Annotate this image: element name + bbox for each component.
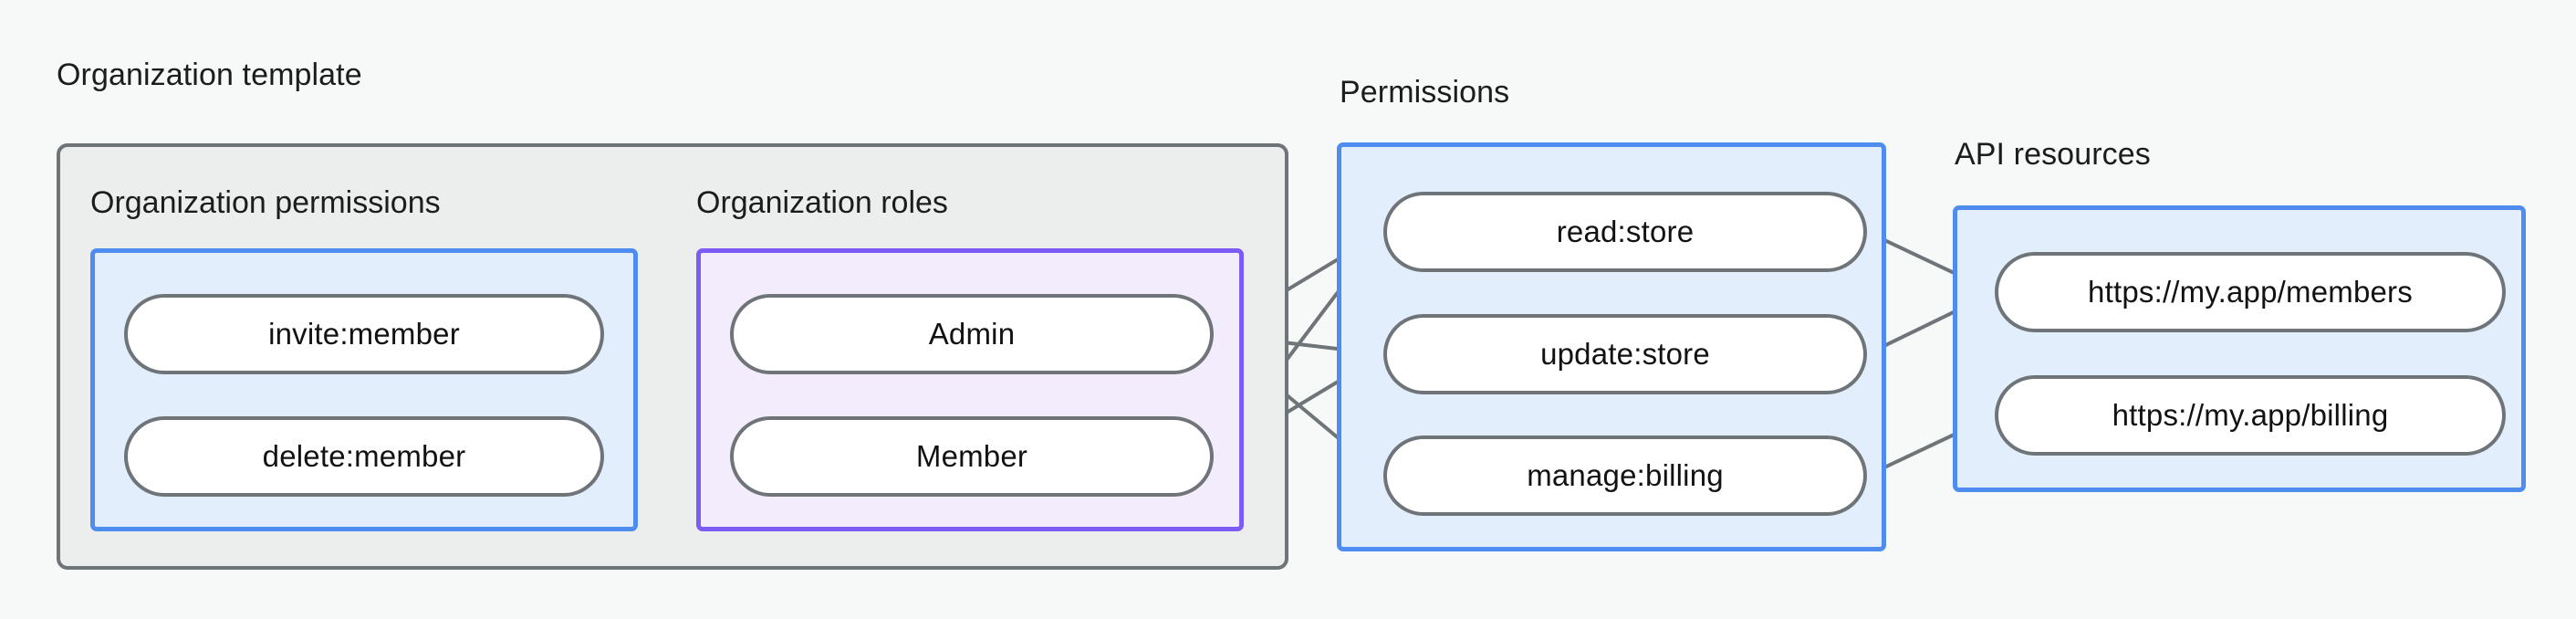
node-read-store[interactable]: read:store xyxy=(1383,192,1867,272)
node-update-store[interactable]: update:store xyxy=(1383,314,1867,394)
node-label: delete:member xyxy=(262,439,466,473)
node-admin[interactable]: Admin xyxy=(730,294,1214,374)
node-invite-member[interactable]: invite:member xyxy=(124,294,604,374)
node-label: update:store xyxy=(1540,337,1710,371)
node-delete-member[interactable]: delete:member xyxy=(124,416,604,497)
node-label: manage:billing xyxy=(1527,458,1724,492)
node-members-url[interactable]: https://my.app/members xyxy=(1995,252,2506,332)
node-manage-billing[interactable]: manage:billing xyxy=(1383,435,1867,516)
node-label: https://my.app/billing xyxy=(2112,398,2389,432)
node-label: Admin xyxy=(928,317,1016,351)
node-label: invite:member xyxy=(268,317,460,351)
node-label: read:store xyxy=(1556,215,1695,248)
group-label-organization-template: Organization template xyxy=(57,58,362,92)
node-billing-url[interactable]: https://my.app/billing xyxy=(1995,375,2506,456)
group-label-permissions: Permissions xyxy=(1340,75,1510,110)
group-label-organization-roles: Organization roles xyxy=(696,185,948,220)
group-label-organization-permissions: Organization permissions xyxy=(90,185,441,220)
group-label-api-resources: API resources xyxy=(1955,137,2151,172)
node-label: Member xyxy=(915,439,1028,473)
node-member[interactable]: Member xyxy=(730,416,1214,497)
node-label: https://my.app/members xyxy=(2088,275,2413,309)
